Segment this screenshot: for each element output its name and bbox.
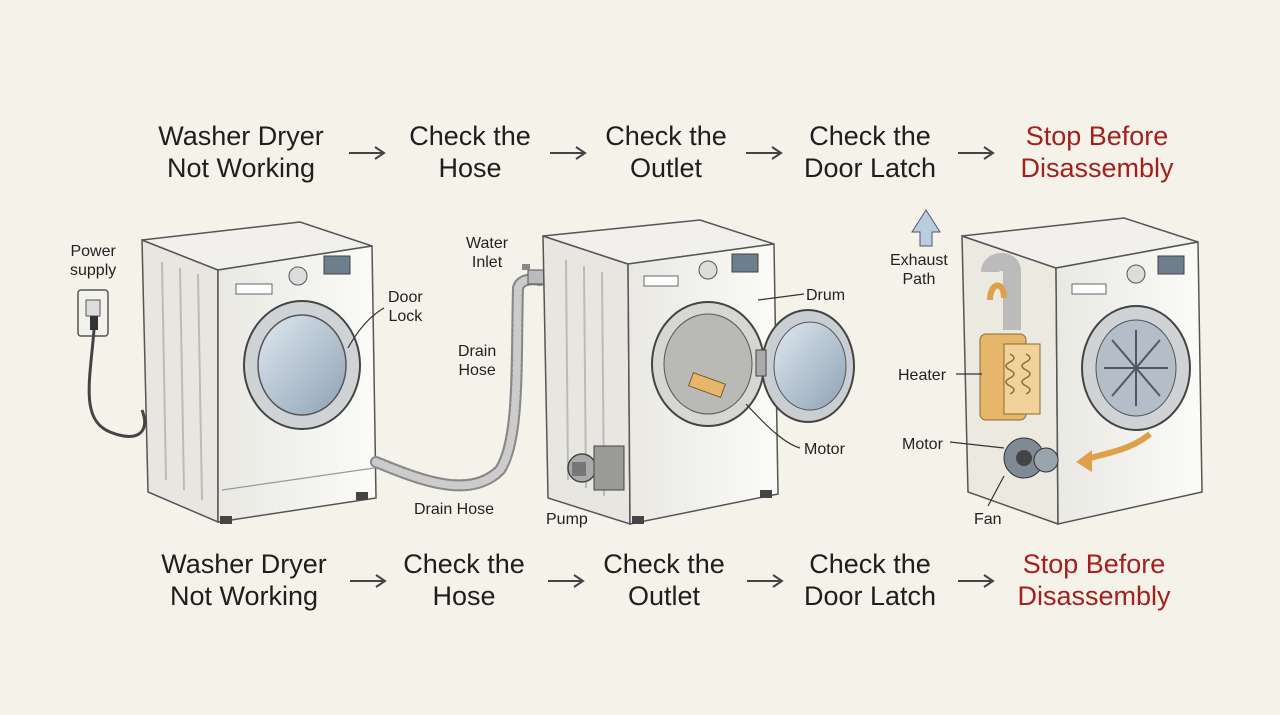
arrow-right-icon xyxy=(350,574,387,588)
label-motor-right: Motor xyxy=(902,436,943,453)
label-motor-middle: Motor xyxy=(804,441,845,458)
washer-middle xyxy=(542,219,855,526)
label-heater: Heater xyxy=(898,367,947,384)
drum-leader xyxy=(757,293,805,301)
arrow-right-icon xyxy=(958,574,995,588)
label-drain-hose: Drain Hose xyxy=(414,501,495,518)
label-drum: Drum xyxy=(806,287,846,304)
label-pump: Pump xyxy=(546,511,588,528)
arrow-right-icon xyxy=(747,574,784,588)
door-lock-leader xyxy=(347,307,385,349)
arrow-right-icon xyxy=(349,146,386,160)
power-outlet xyxy=(77,289,147,438)
exhaust-up-arrow xyxy=(911,209,941,247)
fan-leader xyxy=(987,475,1005,507)
motor-right-leader xyxy=(949,441,1005,449)
label-fan: Fan xyxy=(974,511,1002,528)
arrow-right-icon xyxy=(958,146,995,160)
arrow-right-icon xyxy=(746,146,783,160)
motor-leader xyxy=(745,403,801,449)
washer-left xyxy=(141,221,377,524)
dryer-right-cutaway xyxy=(961,217,1203,526)
arrow-right-icon xyxy=(548,574,585,588)
arrow-right-icon xyxy=(550,146,587,160)
